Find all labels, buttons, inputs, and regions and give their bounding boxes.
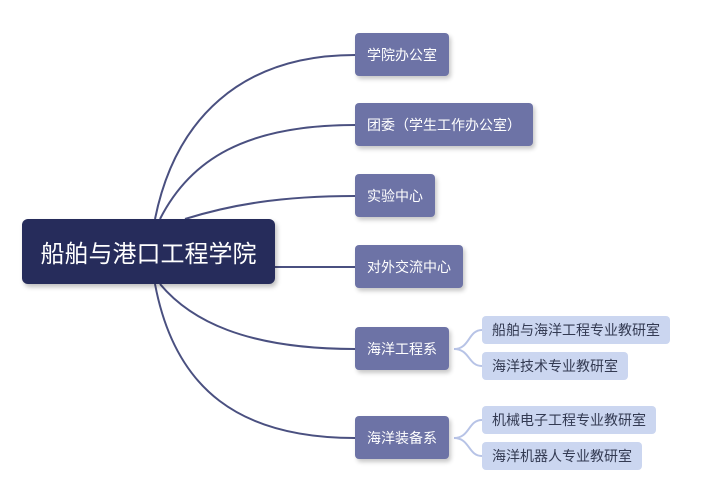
edge-ocean-equip-leaf2 <box>453 437 483 457</box>
branch-node-label: 团委（学生工作办公室） <box>367 117 521 134</box>
edge-ocean-eng-leaf2 <box>453 348 483 367</box>
branch-node-label: 实验中心 <box>367 188 423 205</box>
leaf-node-ocean-tech-office[interactable]: 海洋技术专业教研室 <box>482 352 628 380</box>
leaf-node-label: 海洋机器人专业教研室 <box>492 449 632 465</box>
branch-node-youth-league[interactable]: 团委（学生工作办公室） <box>355 103 533 146</box>
edge-root-office <box>154 54 356 220</box>
root-node-label: 船舶与港口工程学院 <box>40 240 257 268</box>
leaf-node-label: 机械电子工程专业教研室 <box>492 413 646 429</box>
edge-root-youth <box>159 124 356 220</box>
edge-root-ocean-equip <box>154 283 356 439</box>
edge-ocean-equip-leaf1 <box>453 419 483 439</box>
branch-node-exchange-center[interactable]: 对外交流中心 <box>355 245 463 288</box>
branch-node-label: 海洋工程系 <box>367 341 437 358</box>
leaf-node-ship-ocean-eng-office[interactable]: 船舶与海洋工程专业教研室 <box>482 316 670 344</box>
edge-root-ocean-eng <box>159 283 356 350</box>
edge-ocean-eng-leaf1 <box>453 329 483 350</box>
branch-node-label: 海洋装备系 <box>367 430 437 447</box>
branch-node-ocean-engineering[interactable]: 海洋工程系 <box>355 327 449 370</box>
leaf-node-mechatronics-office[interactable]: 机械电子工程专业教研室 <box>482 406 656 434</box>
branch-node-ocean-equipment[interactable]: 海洋装备系 <box>355 416 449 459</box>
branch-node-college-office[interactable]: 学院办公室 <box>355 33 449 76</box>
branch-node-lab-center[interactable]: 实验中心 <box>355 174 435 217</box>
leaf-node-label: 船舶与海洋工程专业教研室 <box>492 323 660 339</box>
edge-root-lab <box>184 195 356 220</box>
branch-node-label: 对外交流中心 <box>367 259 451 276</box>
branch-node-label: 学院办公室 <box>367 47 437 64</box>
leaf-node-label: 海洋技术专业教研室 <box>492 359 618 375</box>
root-node[interactable]: 船舶与港口工程学院 <box>22 219 275 284</box>
leaf-node-ocean-robot-office[interactable]: 海洋机器人专业教研室 <box>482 442 642 470</box>
